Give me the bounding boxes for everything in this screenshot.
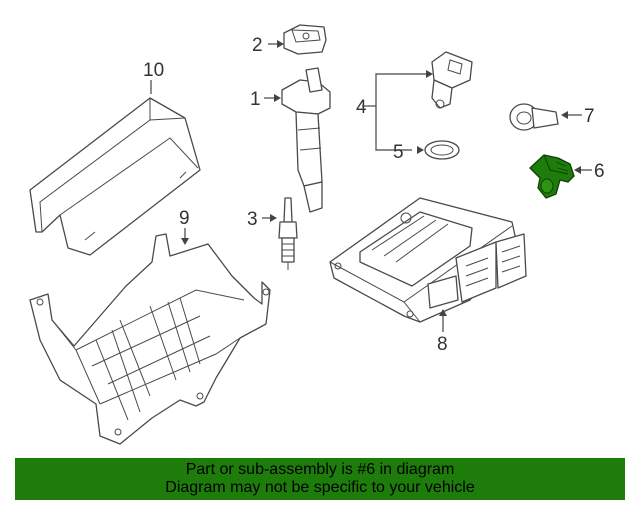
part-4-sensor[interactable] bbox=[431, 51, 473, 109]
part-8-ecu[interactable] bbox=[329, 197, 527, 323]
part-3-spark-plug[interactable] bbox=[278, 197, 298, 270]
callout-2: 2 bbox=[252, 35, 263, 56]
callout-5: 5 bbox=[393, 142, 404, 163]
callout-7: 7 bbox=[584, 106, 595, 127]
callout-1: 1 bbox=[250, 89, 261, 110]
callout-9: 9 bbox=[179, 208, 190, 229]
callout-4: 4 bbox=[356, 97, 367, 118]
banner-line-1: Part or sub-assembly is #6 in diagram bbox=[185, 461, 455, 478]
part-1-ignition-coil[interactable] bbox=[281, 67, 331, 213]
banner-line-2: Diagram may not be specific to your vehi… bbox=[165, 479, 475, 496]
leader-4-bracket bbox=[375, 73, 428, 151]
part-6-sensor-highlighted[interactable] bbox=[529, 154, 575, 199]
part-10-engine-cover[interactable] bbox=[29, 97, 201, 256]
callout-8: 8 bbox=[437, 334, 448, 355]
info-banner: Part or sub-assembly is #6 in diagram Di… bbox=[15, 458, 625, 500]
callout-3: 3 bbox=[247, 209, 258, 230]
callout-6: 6 bbox=[594, 161, 605, 182]
part-9-tray[interactable] bbox=[29, 233, 271, 445]
part-7-plug[interactable] bbox=[509, 103, 559, 131]
callout-10: 10 bbox=[143, 60, 164, 81]
part-2-coil-cap[interactable] bbox=[283, 24, 327, 55]
part-5-o-ring[interactable] bbox=[424, 140, 460, 160]
parts-diagram: 10 2 1 3 4 5 bbox=[29, 24, 605, 445]
